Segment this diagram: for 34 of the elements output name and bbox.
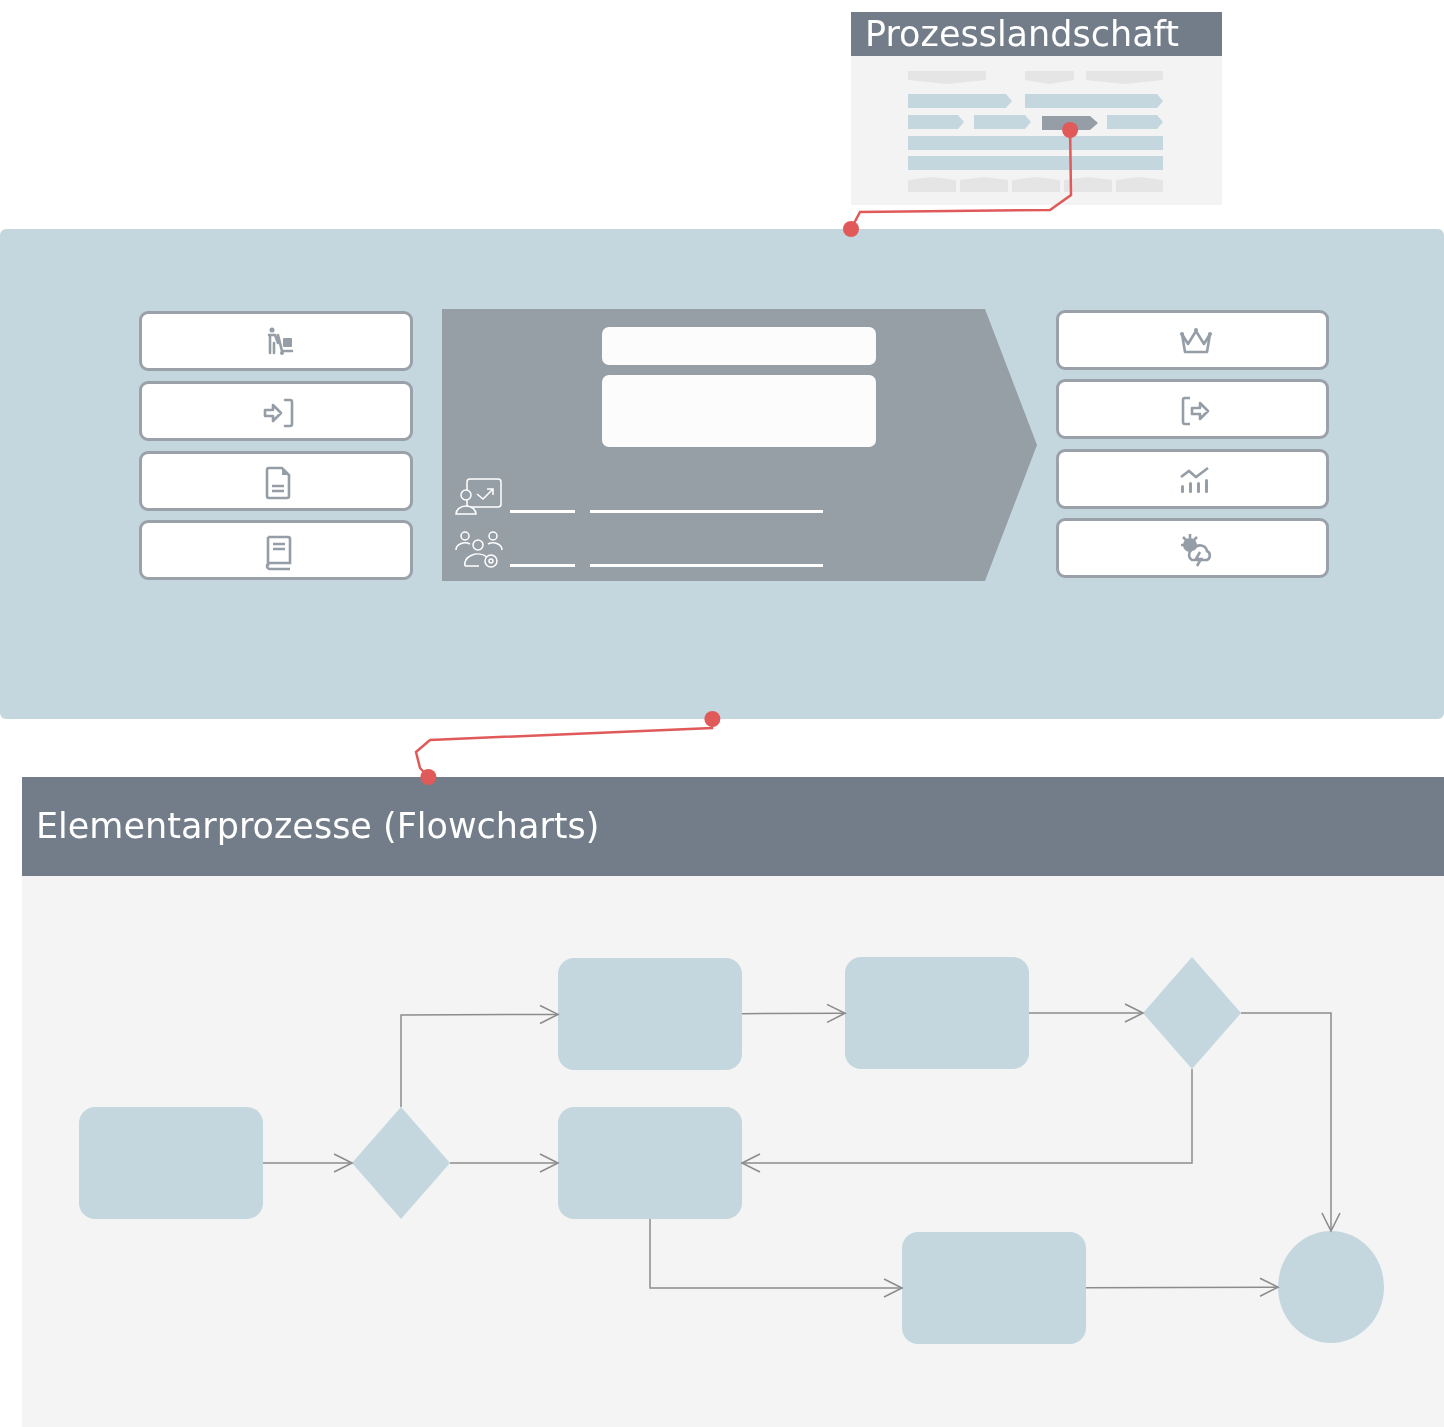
arrow (1240, 1012, 1341, 1232)
arrow (741, 1003, 846, 1024)
link-connector (414, 711, 721, 785)
icon-card (139, 451, 413, 511)
arrow (449, 1153, 559, 1173)
process-box (902, 1232, 1086, 1344)
arrow (400, 1004, 559, 1108)
arrow (1085, 1277, 1279, 1298)
icon-card (1056, 518, 1329, 578)
process-box (845, 957, 1029, 1069)
decision-diamond (1143, 957, 1241, 1069)
description-field (602, 375, 876, 447)
icon-card (1056, 449, 1329, 509)
icon-card (139, 381, 413, 441)
process-map-panel (851, 12, 1222, 205)
icon-card (139, 311, 413, 371)
link-connector (843, 122, 1079, 237)
arrow (649, 1218, 903, 1298)
title-field (602, 327, 876, 365)
flowchart-panel (22, 777, 1444, 1427)
process-profile-panel (0, 229, 1444, 719)
arrow (262, 1153, 353, 1173)
arrow (741, 1068, 1193, 1173)
panel-header: Elementarprozesse (Flowcharts) (22, 777, 1444, 876)
process-chevron (442, 309, 1037, 581)
panel-header: Prozesslandschaft (851, 12, 1222, 56)
process-box (558, 1107, 742, 1219)
process-box (79, 1107, 263, 1219)
process-box (558, 958, 742, 1070)
decision-diamond (352, 1107, 450, 1219)
arrow (1028, 1003, 1144, 1023)
icon-card (139, 520, 413, 580)
icon-card (1056, 379, 1329, 439)
icon-card (1056, 310, 1329, 370)
